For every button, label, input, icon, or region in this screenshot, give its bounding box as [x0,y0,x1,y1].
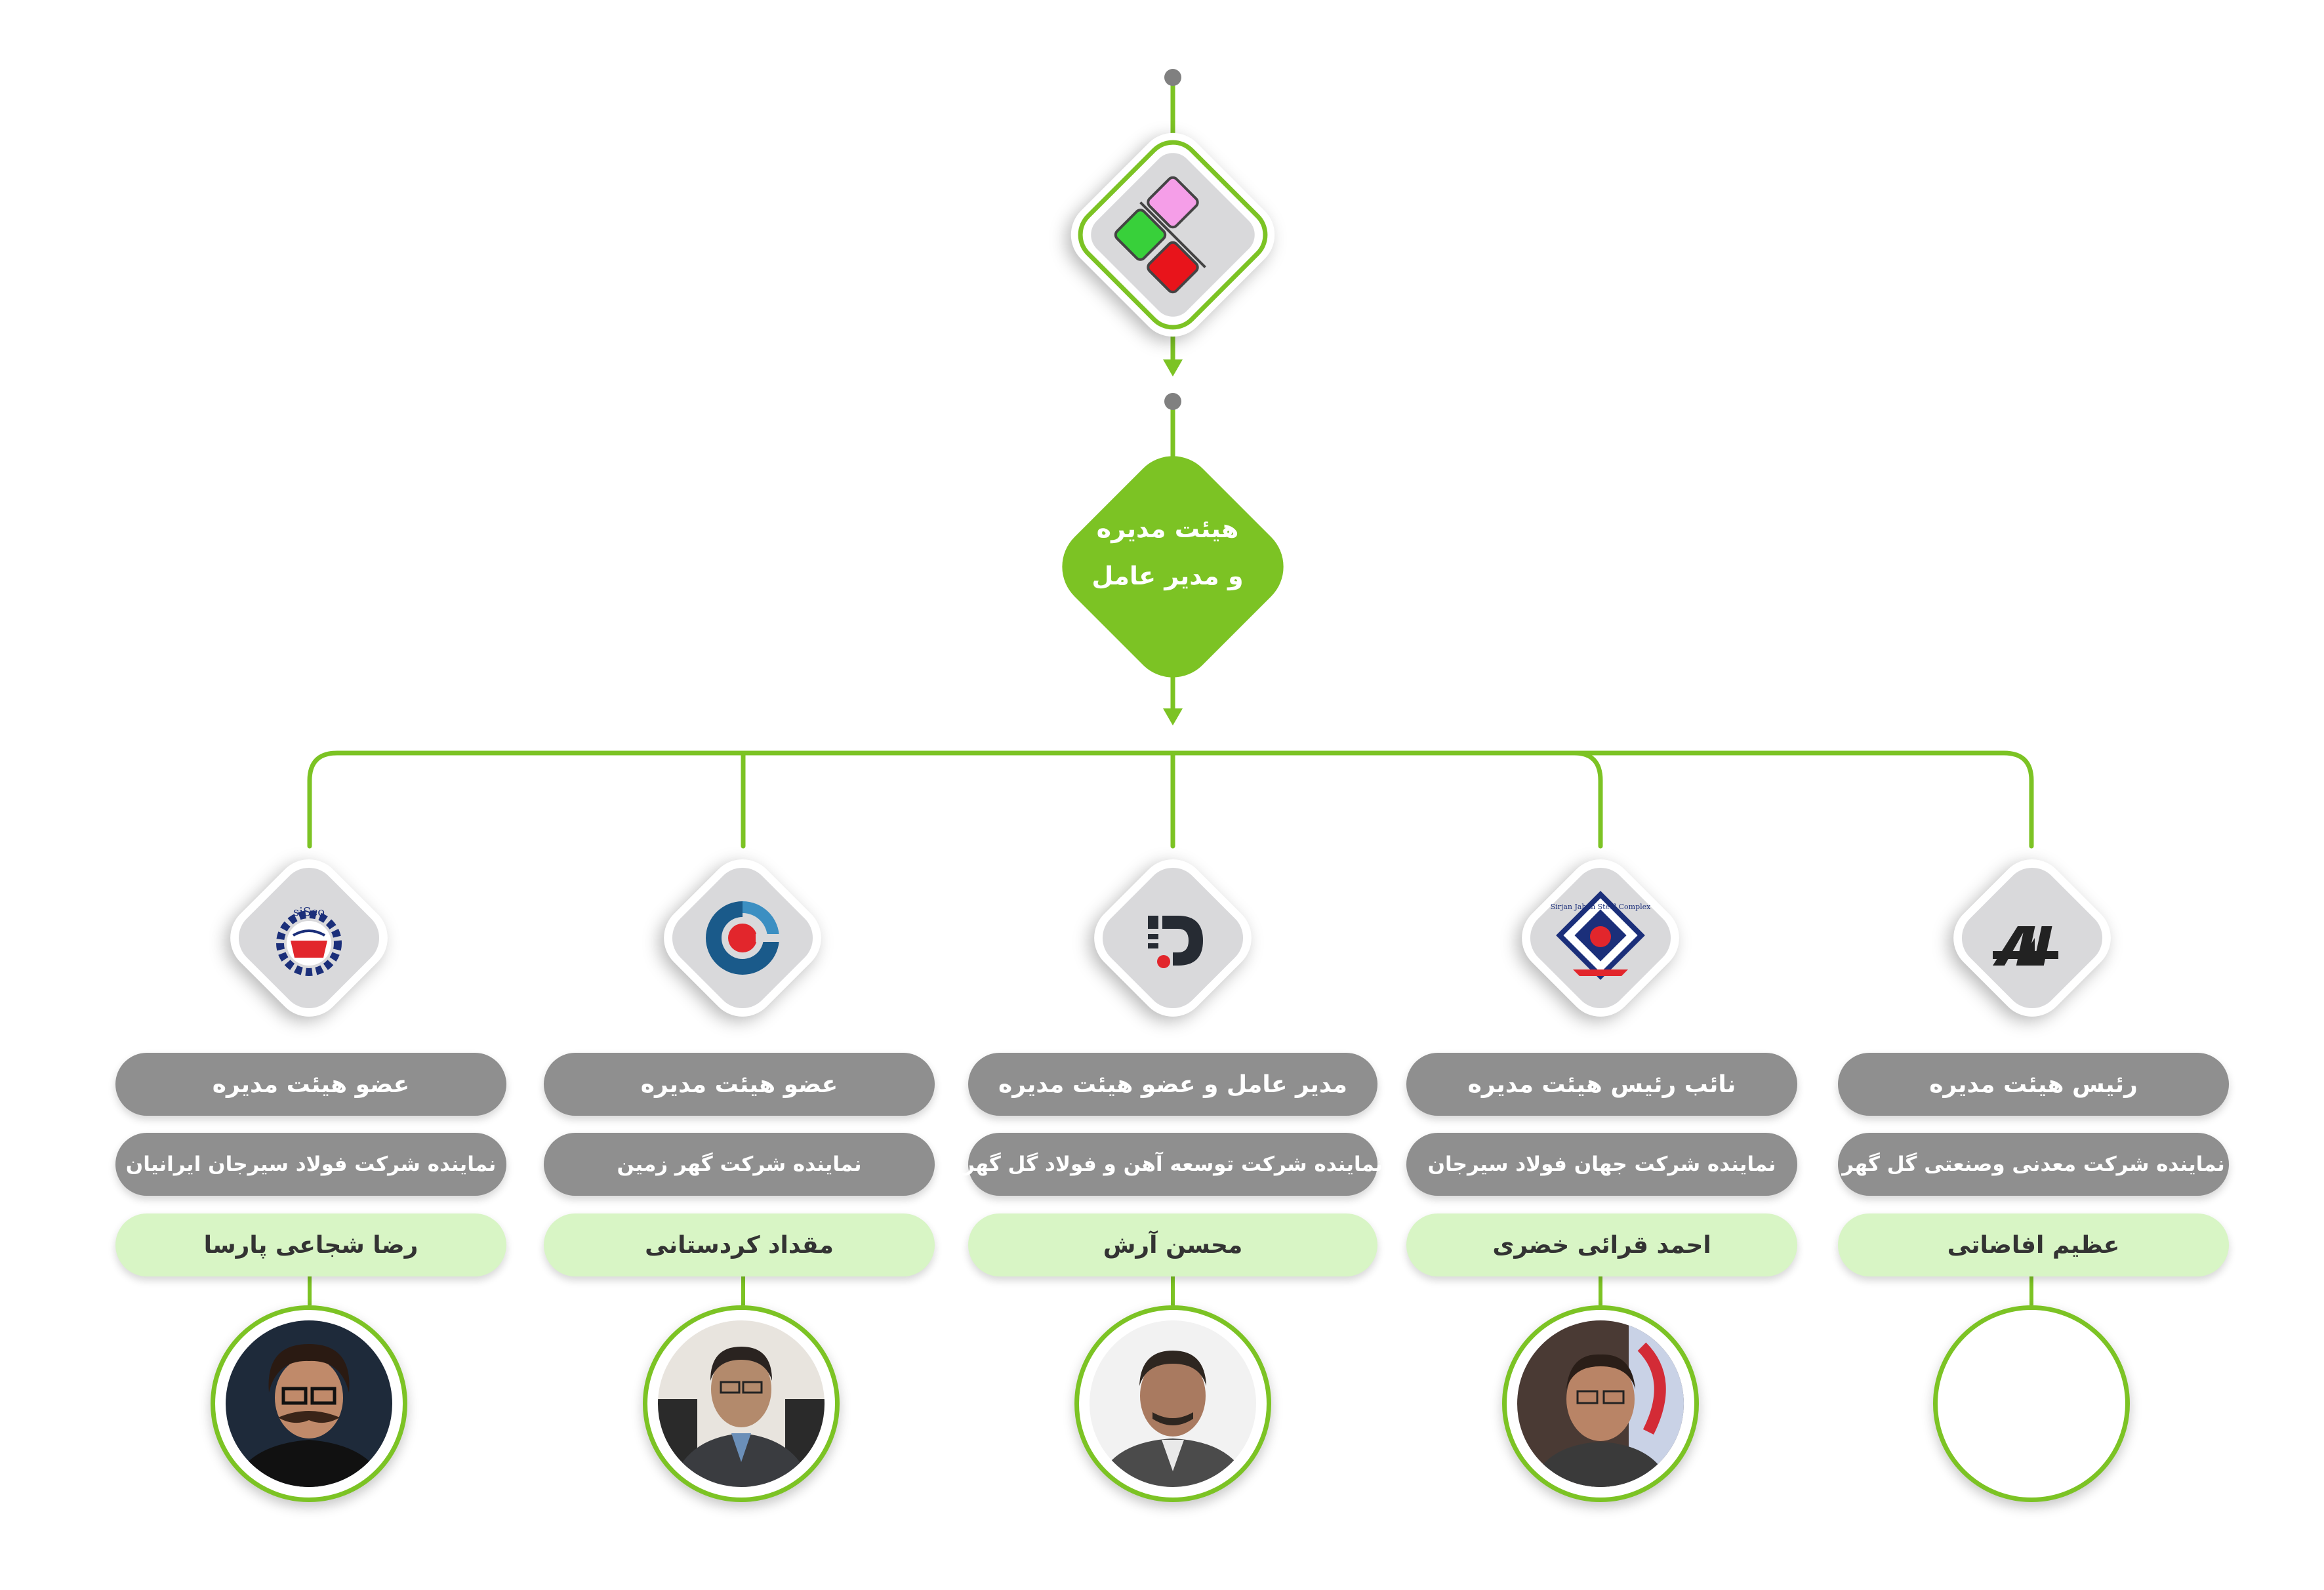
member-representative-pill: نماینده شرکت معدنی وصنعتی گل گهر [1838,1133,2229,1196]
member-name: محسن آرش [1103,1231,1243,1259]
member-name-pill: رضا شجاعی پارسا [115,1213,506,1276]
member-role-pill: عضو هیئت مدیره [115,1053,506,1116]
branch-2 [1572,750,1603,849]
member-name: عظیم افاضاتی [1947,1231,2120,1259]
member-representative: نماینده شرکت توسعه آهن و فولاد گل گهر [962,1152,1383,1176]
member-name-pill: احمد قرائی خضری [1406,1213,1797,1276]
member-name-pill: مقداد کردستانی [544,1213,935,1276]
sirjan-jahan-steel-logo-icon: Sirjan Jahan Steel Complex [1551,891,1652,980]
logo-caption: siSco [293,905,325,919]
top-dot [1164,69,1181,86]
member-representative: نماینده شرکت گهر زمین [617,1152,862,1176]
member-role-pill: نائب رئیس هیئت مدیره [1406,1053,1797,1116]
member-photo-ring [1502,1305,1699,1502]
board-label-line2: و مدیر عامل [1091,561,1244,590]
member-role: عضو هیئت مدیره [640,1070,838,1098]
arrow-head-1 [1163,359,1183,377]
member-role: عضو هیئت مدیره [212,1070,410,1098]
gohar-zamin-logo-icon [706,901,782,975]
member-role: مدیر عامل و عضو هیئت مدیره [998,1070,1347,1098]
member-photo [1517,1320,1684,1487]
member-role: نائب رئیس هیئت مدیره [1467,1070,1736,1098]
board-label-line1: هیئت مدیره [1096,514,1239,543]
member-photo [1090,1320,1256,1487]
member-representative: نماینده شرکت جهان فولاد سیرجان [1427,1152,1776,1176]
member-photo [658,1320,825,1487]
mid-dot [1164,393,1181,410]
member-representative-pill: نماینده شرکت توسعه آهن و فولاد گل گهر [963,1133,1383,1196]
member-representative: نماینده شرکت معدنی وصنعتی گل گهر [1842,1152,2225,1176]
member-representative: نماینده شرکت فولاد سیرجان ایرانیان [125,1152,497,1176]
member-name: احمد قرائی خضری [1492,1231,1711,1259]
member-photo-ring [1074,1305,1271,1502]
member-role: رئیس هیئت مدیره [1929,1070,2138,1098]
development-d-logo-icon [1148,916,1203,968]
member-name: مقداد کردستانی [645,1231,834,1259]
member-photo-ring-empty [1933,1305,2130,1502]
member-role-pill: عضو هیئت مدیره [544,1053,935,1116]
member-representative-pill: نماینده شرکت گهر زمین [544,1133,935,1196]
company-logo-icon [1114,176,1206,294]
sisco-logo-icon: siSco [276,905,342,976]
member-role-pill: رئیس هیئت مدیره [1838,1053,2229,1116]
member-photo [226,1320,392,1487]
member-photo-ring [211,1305,407,1502]
member-representative-pill: نماینده شرکت فولاد سیرجان ایرانیان [115,1133,506,1196]
member-representative-pill: نماینده شرکت جهان فولاد سیرجان [1406,1133,1797,1196]
arrow-head-2 [1163,708,1183,725]
board-label: هیئت مدیره و مدیر عامل [1063,505,1273,600]
member-photo-ring [643,1305,840,1502]
member-name-pill: عظیم افاضاتی [1838,1213,2229,1276]
gol-gohar-logo-icon [1993,926,2058,966]
member-name-pill: محسن آرش [968,1213,1377,1276]
logo-caption: Sirjan Jahan Steel Complex [1551,903,1652,911]
member-name: رضا شجاعی پارسا [203,1231,418,1259]
member-role-pill: مدیر عامل و عضو هیئت مدیره [968,1053,1377,1116]
